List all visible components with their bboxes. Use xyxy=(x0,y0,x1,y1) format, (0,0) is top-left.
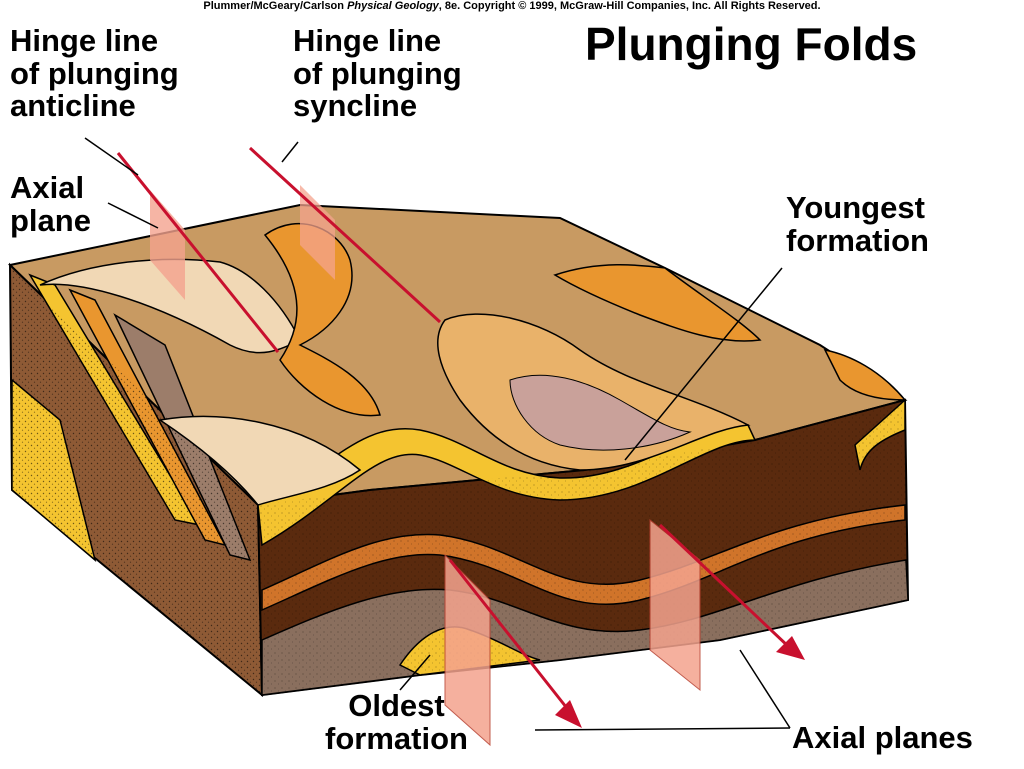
axial-plane-syncline-upper xyxy=(300,185,335,280)
axial-plane-lower-left xyxy=(444,553,491,747)
label-youngest-formation: Youngest formation xyxy=(786,190,929,258)
plunge-arrow-left-head xyxy=(555,700,582,728)
leader-hinge-syncline xyxy=(281,141,299,163)
leader-axial-plane xyxy=(107,202,159,229)
left-face-stipple xyxy=(10,265,262,695)
hinge-line-syncline xyxy=(248,146,442,324)
leader-oldest xyxy=(399,654,431,691)
label-hinge-anticline-line1: Hinge line xyxy=(10,23,159,58)
ridge-right-edge xyxy=(823,348,907,401)
ridge-far-right xyxy=(553,263,762,342)
label-oldest-line2: formation xyxy=(325,720,468,756)
label-axial-plane-line1: Axial xyxy=(10,170,85,205)
copyright-credit: Plummer/McGeary/Carlson Physical Geology… xyxy=(0,0,1024,13)
label-youngest-line2: formation xyxy=(786,222,929,258)
credit-book: Physical Geology xyxy=(347,0,439,12)
youngest-formation-core xyxy=(509,374,692,451)
label-hinge-syncline-line3: syncline xyxy=(293,88,418,124)
leader-axial-planes-right xyxy=(739,649,791,729)
ridge-syncline-orange xyxy=(263,223,381,417)
leader-youngest xyxy=(624,267,783,461)
label-hinge-syncline-line2: of plunging xyxy=(293,55,462,91)
hinge-line-anticline xyxy=(116,152,280,353)
leader-axial-planes-left xyxy=(534,727,791,731)
label-hinge-syncline: Hinge line of plunging syncline xyxy=(293,23,462,124)
label-axial-plane: Axial plane xyxy=(10,170,91,238)
label-hinge-anticline: Hinge line of plunging anticline xyxy=(10,23,179,124)
plunge-arrow-right-shaft xyxy=(658,523,792,650)
label-youngest-line1: Youngest xyxy=(786,190,925,225)
leader-hinge-anticline xyxy=(84,137,139,176)
label-oldest-formation: Oldest formation xyxy=(325,688,468,756)
right-face-stipple xyxy=(258,400,908,695)
label-hinge-syncline-line1: Hinge line xyxy=(293,23,442,58)
label-hinge-anticline-line3: anticline xyxy=(10,88,136,124)
ridge-left-lower xyxy=(158,415,362,506)
credit-authors: Plummer/McGeary/Carlson xyxy=(203,0,345,12)
axial-plane-anticline-upper xyxy=(150,190,185,300)
plunge-arrow-right-head xyxy=(776,636,805,660)
label-oldest-line1: Oldest xyxy=(348,688,445,723)
label-axial-plane-line2: plane xyxy=(10,202,91,238)
credit-rest: , 8e. Copyright © 1999, McGraw-Hill Comp… xyxy=(438,0,821,12)
plunge-arrow-left-shaft xyxy=(448,559,572,713)
figure-title: Plunging Folds xyxy=(585,18,918,70)
label-axial-planes: Axial planes xyxy=(792,720,973,755)
label-hinge-anticline-line2: of plunging xyxy=(10,55,179,91)
